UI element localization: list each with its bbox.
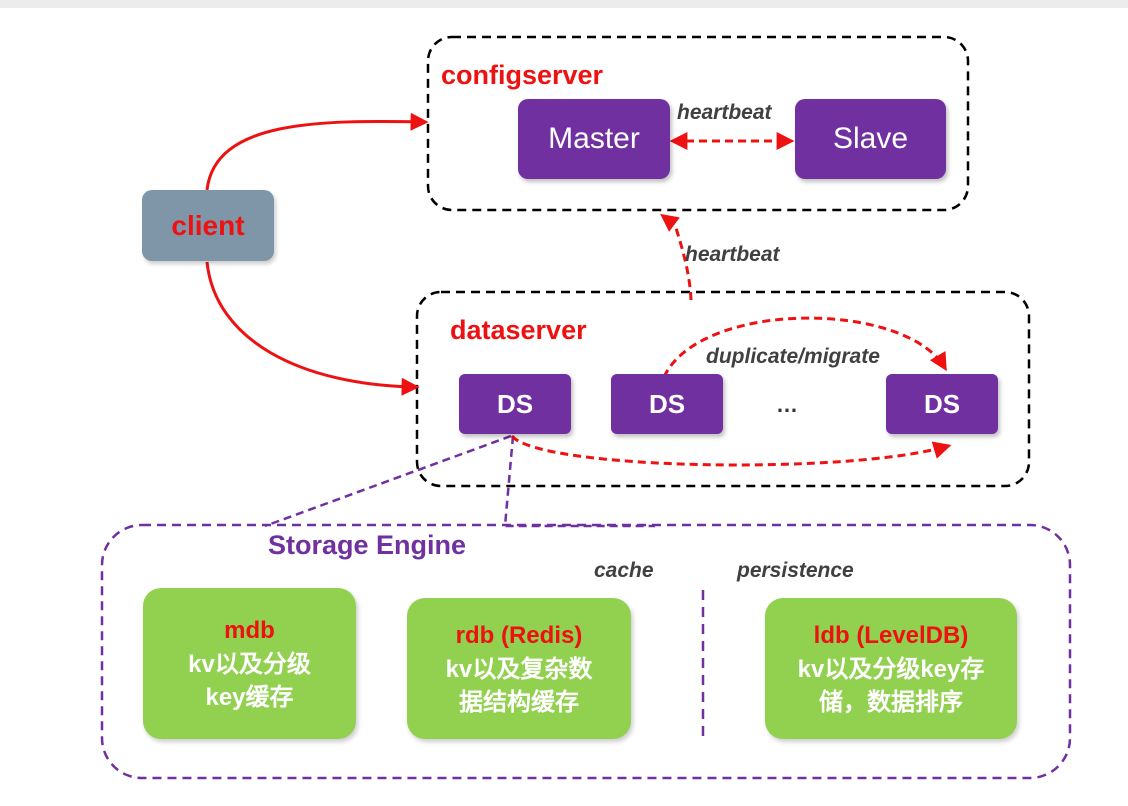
ds-node-3: DS (886, 374, 998, 434)
ds-node-1: DS (459, 374, 571, 434)
storage-link-left (264, 434, 512, 528)
client-to-configserver-arrow (205, 112, 429, 191)
engine-rdb: rdb (Redis) kv以及复杂数 据结构缓存 (407, 598, 631, 739)
engine-desc-line1: kv以及分级key存 (797, 655, 985, 683)
ds-to-ds-arrow (510, 434, 952, 467)
slave-node: Slave (795, 99, 946, 179)
storage-link-right (503, 435, 655, 528)
engine-mdb: mdb kv以及分级 key缓存 (143, 588, 356, 739)
master-node: Master (518, 99, 670, 179)
ds-ellipsis: … (776, 392, 798, 417)
top-bar (0, 0, 1128, 8)
client-to-dataserver-arrow (205, 261, 420, 396)
engine-name: rdb (Redis) (455, 621, 583, 649)
persistence-label: persistence (737, 559, 854, 582)
client-node: client (142, 190, 274, 261)
engine-desc-line1: kv以及分级 (188, 650, 311, 678)
dataserver-title: dataserver (450, 315, 587, 345)
duplicate-migrate-label: duplicate/migrate (706, 345, 880, 368)
dataserver-heartbeat-label: heartbeat (685, 243, 780, 266)
cache-label: cache (594, 559, 654, 582)
dataserver-heartbeat-arrow (660, 213, 693, 301)
ds-node-2: DS (611, 374, 723, 434)
engine-desc-line2: key缓存 (205, 683, 294, 711)
master-slave-heartbeat-label: heartbeat (677, 101, 772, 124)
engine-desc-line2: 储，数据排序 (819, 688, 963, 716)
engine-name: mdb (224, 616, 275, 644)
engine-desc-line1: kv以及复杂数 (445, 655, 593, 683)
duplicate-migrate-arrow (662, 316, 947, 378)
engine-ldb: ldb (LevelDB) kv以及分级key存 储，数据排序 (765, 598, 1017, 739)
storage-engine-title: Storage Engine (268, 530, 467, 560)
engine-name: ldb (LevelDB) (813, 621, 969, 649)
engine-desc-line2: 据结构缓存 (459, 688, 579, 716)
configserver-title: configserver (441, 60, 604, 90)
